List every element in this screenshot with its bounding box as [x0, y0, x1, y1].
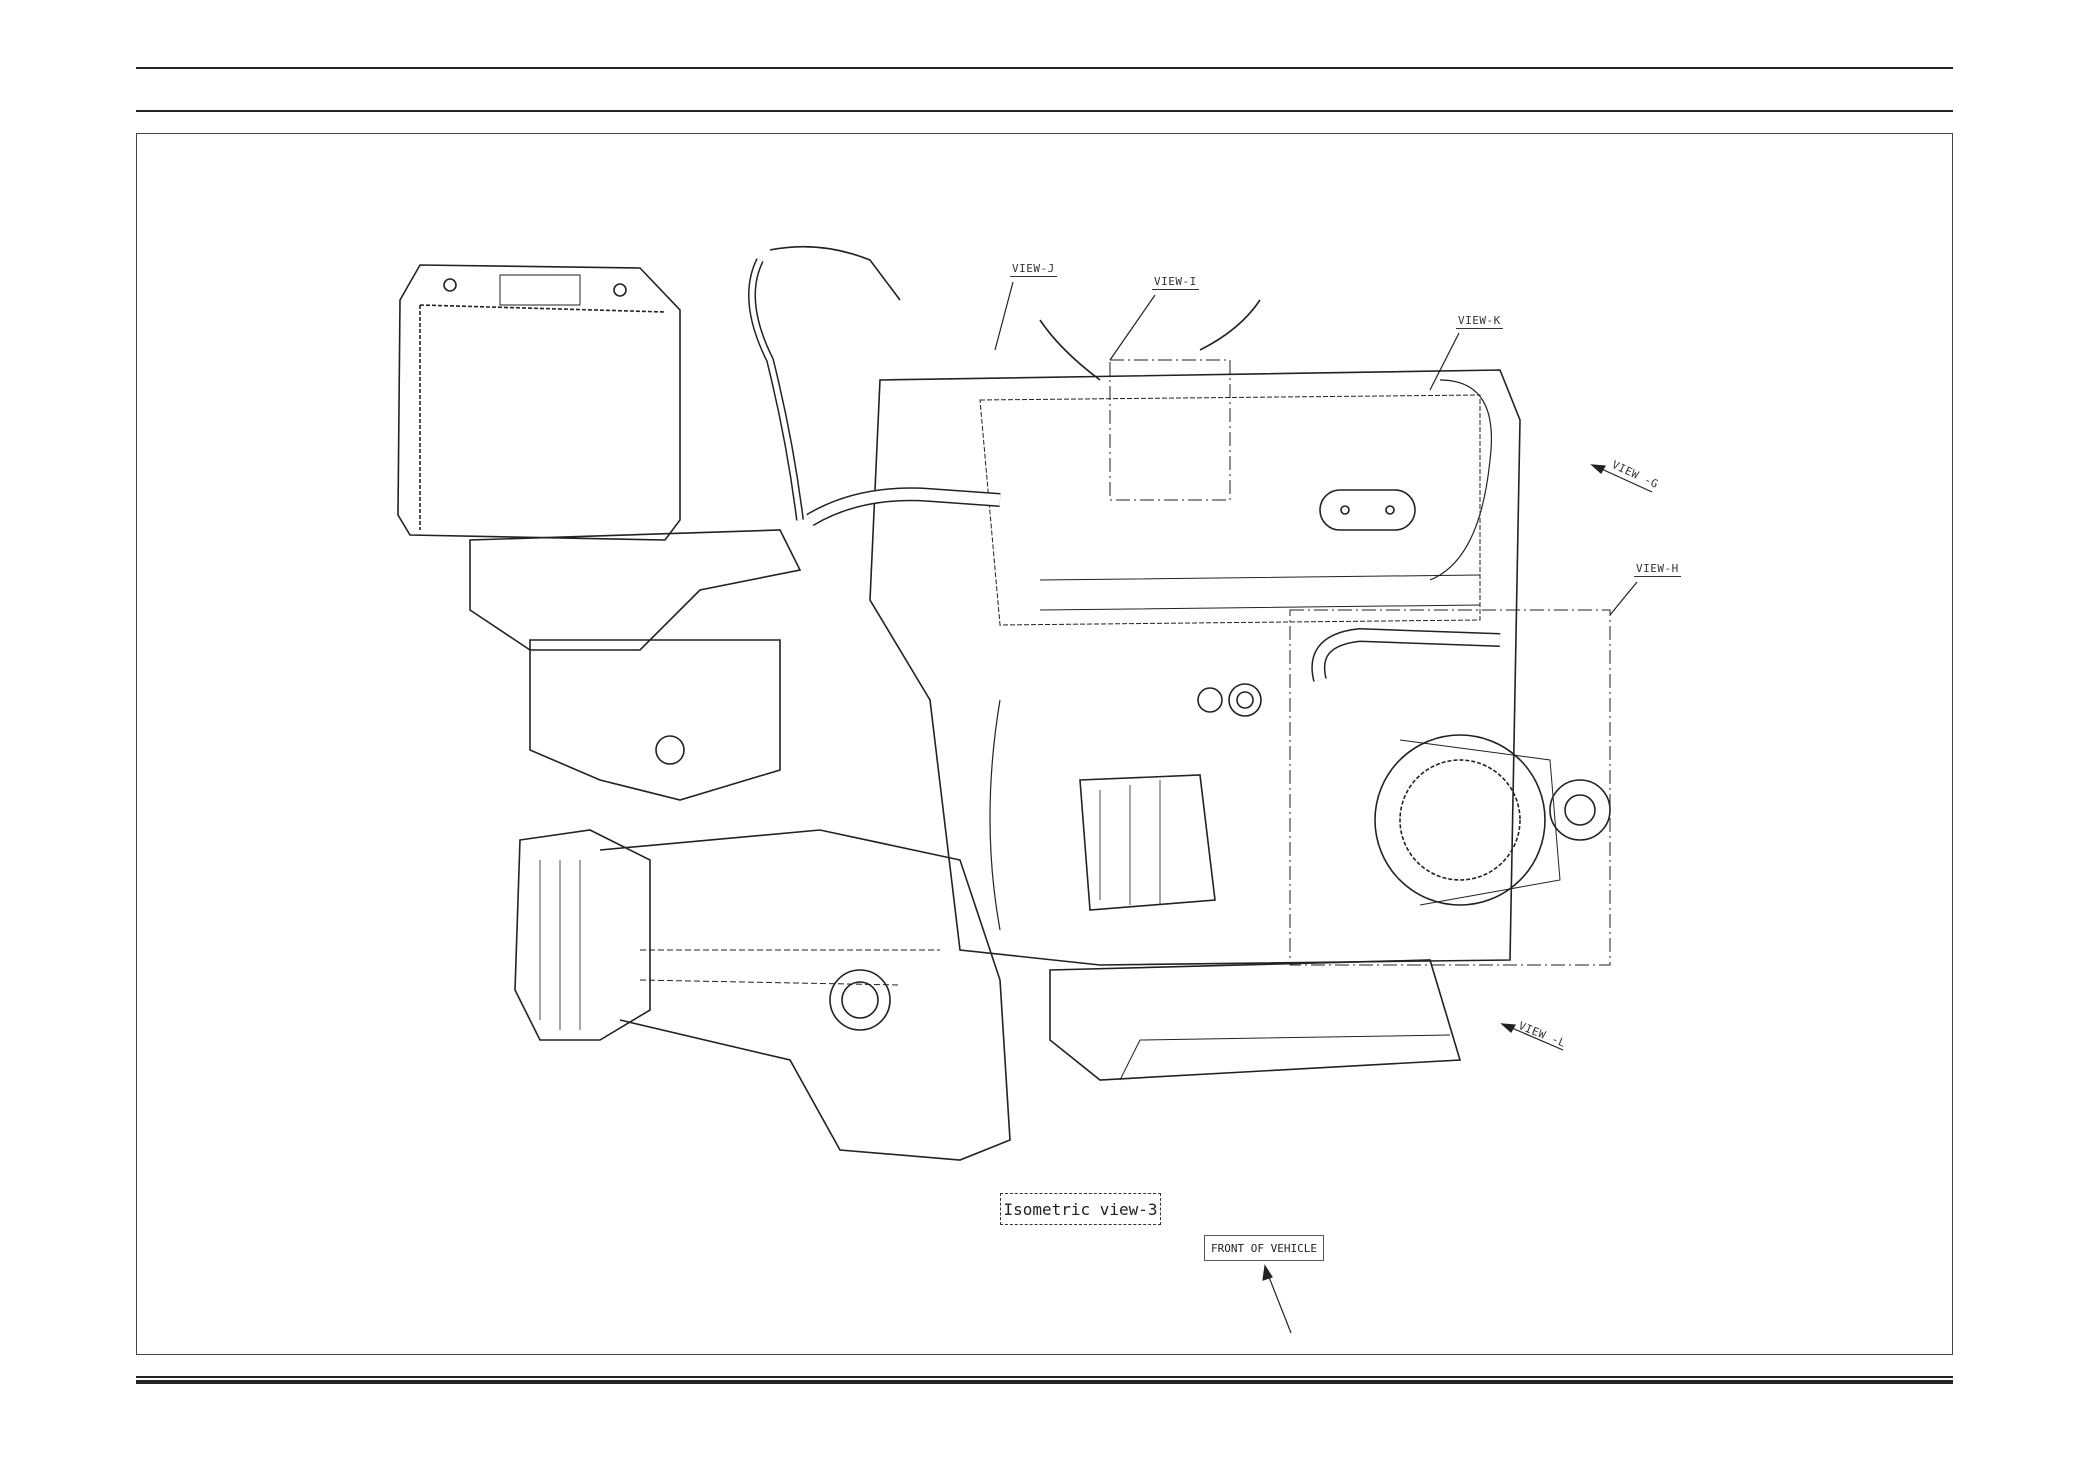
header-rule-bottom — [136, 110, 1953, 112]
front-of-vehicle-label: FRONT OF VEHICLE — [1204, 1235, 1324, 1261]
callout-view-h: VIEW-H — [1634, 562, 1681, 577]
footer-rule-thick — [136, 1380, 1953, 1384]
view-boundaries — [1109, 359, 1611, 966]
engine-block — [869, 369, 1521, 966]
callout-view-i: VIEW-I — [1152, 275, 1199, 290]
drawing-frame — [136, 133, 1953, 1355]
battery — [397, 264, 681, 541]
view-caption: Isometric view-3 — [1000, 1193, 1161, 1225]
leader-lines — [994, 281, 1653, 1334]
transmission — [514, 829, 1011, 1161]
callout-view-k: VIEW-K — [1456, 314, 1503, 329]
oil-pan — [1049, 959, 1462, 1081]
starter-motor — [1079, 774, 1216, 911]
hoses — [748, 245, 1501, 931]
alternator — [1374, 734, 1611, 906]
callout-view-j: VIEW-J — [1010, 262, 1057, 277]
footer-rule-thin — [136, 1376, 1953, 1378]
header-rule-top — [136, 67, 1953, 69]
battery-tray — [469, 529, 802, 801]
